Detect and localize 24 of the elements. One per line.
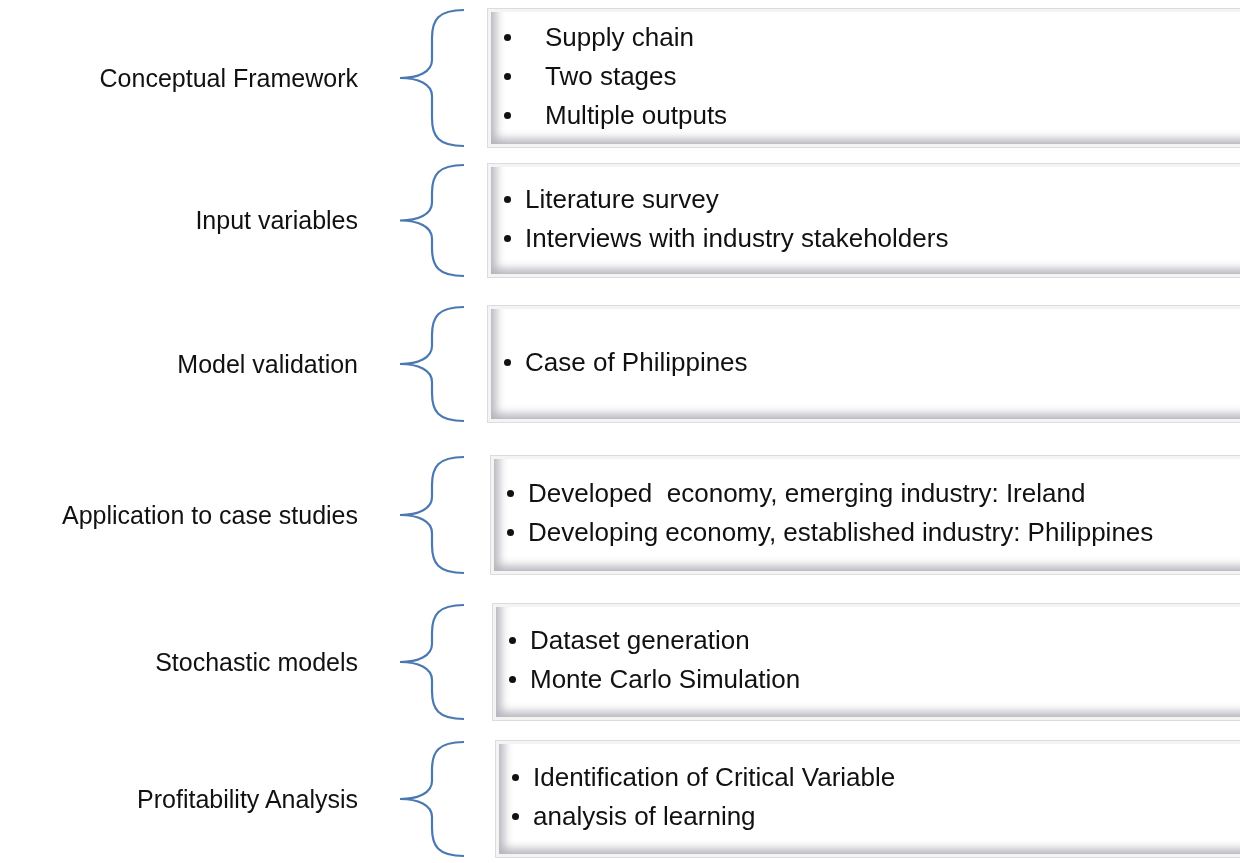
stage-label: Model validation [176,348,358,380]
bullet-item: Identification of Critical Variable [533,761,896,794]
bullet-item: Monte Carlo Simulation [530,663,801,696]
bullet-item: Case of Philippines [525,345,748,379]
bullet-item: Two stages [545,59,677,93]
stage-label: Conceptual Framework [98,62,358,94]
bullet-item: Multiple outputs [545,98,728,132]
bullet-item: Dataset generation [530,624,750,657]
bevel-box [492,603,1240,721]
bullet-item: Supply chain [545,20,694,54]
stage-label: Profitability Analysis [136,783,358,815]
stage-label: Application to case studies [61,499,358,531]
bullet-item: Developing economy, established industry: Philippines [528,516,1154,549]
bevel-box [487,163,1240,278]
bevel-box [495,740,1240,858]
stage-label: Stochastic models [154,646,358,678]
bevel-box [487,305,1240,423]
bevel-box [490,455,1240,575]
stage-label: Input variables [194,205,358,237]
bullet-item: Literature survey [525,182,719,216]
bullet-item: Interviews with industry stakeholders [525,221,949,255]
bevel-box [487,8,1240,148]
bullet-item: Developed economy, emerging industry: Ireland [528,477,1086,510]
bullet-item: analysis of learning [533,800,756,833]
